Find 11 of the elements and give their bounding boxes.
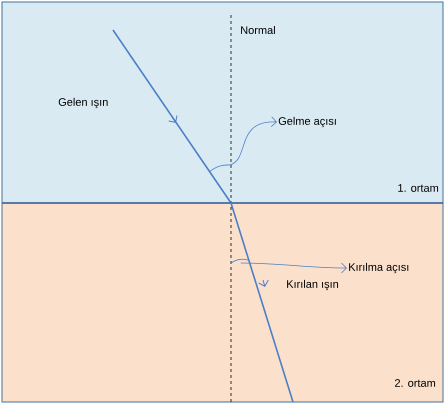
text-label: 1. ortam [398,184,438,192]
text-label: Kırılan ışın [287,280,338,290]
angle-label: Gelme açısı [278,116,336,128]
text-label: Normal [241,26,275,34]
text-label: 2. ortam [394,379,436,387]
angle-label: Kırılma açısı [349,262,408,274]
leader-arrow [229,116,277,166]
angle-arc [230,258,250,264]
angle-arc [209,164,232,172]
leader-arrow [240,262,347,274]
text-label: Gelen ışın [58,98,108,108]
